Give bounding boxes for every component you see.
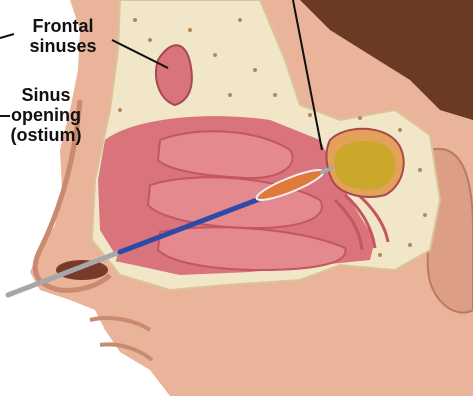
frontal-sinuses-label-line1: Frontal	[14, 16, 112, 36]
sinus-opening-label: Sinus opening (ostium)	[0, 85, 92, 145]
sinus-opening-label-line2: opening	[0, 105, 92, 125]
nostril	[56, 260, 108, 280]
frontal-sinuses-label-line2: sinuses	[14, 36, 112, 56]
sinus-fluid	[334, 141, 395, 190]
sinus-opening-label-line1: Sinus	[0, 85, 92, 105]
frontal-sinuses-label: Frontal sinuses	[14, 16, 112, 56]
sinus-opening-label-line3: (ostium)	[0, 125, 92, 145]
